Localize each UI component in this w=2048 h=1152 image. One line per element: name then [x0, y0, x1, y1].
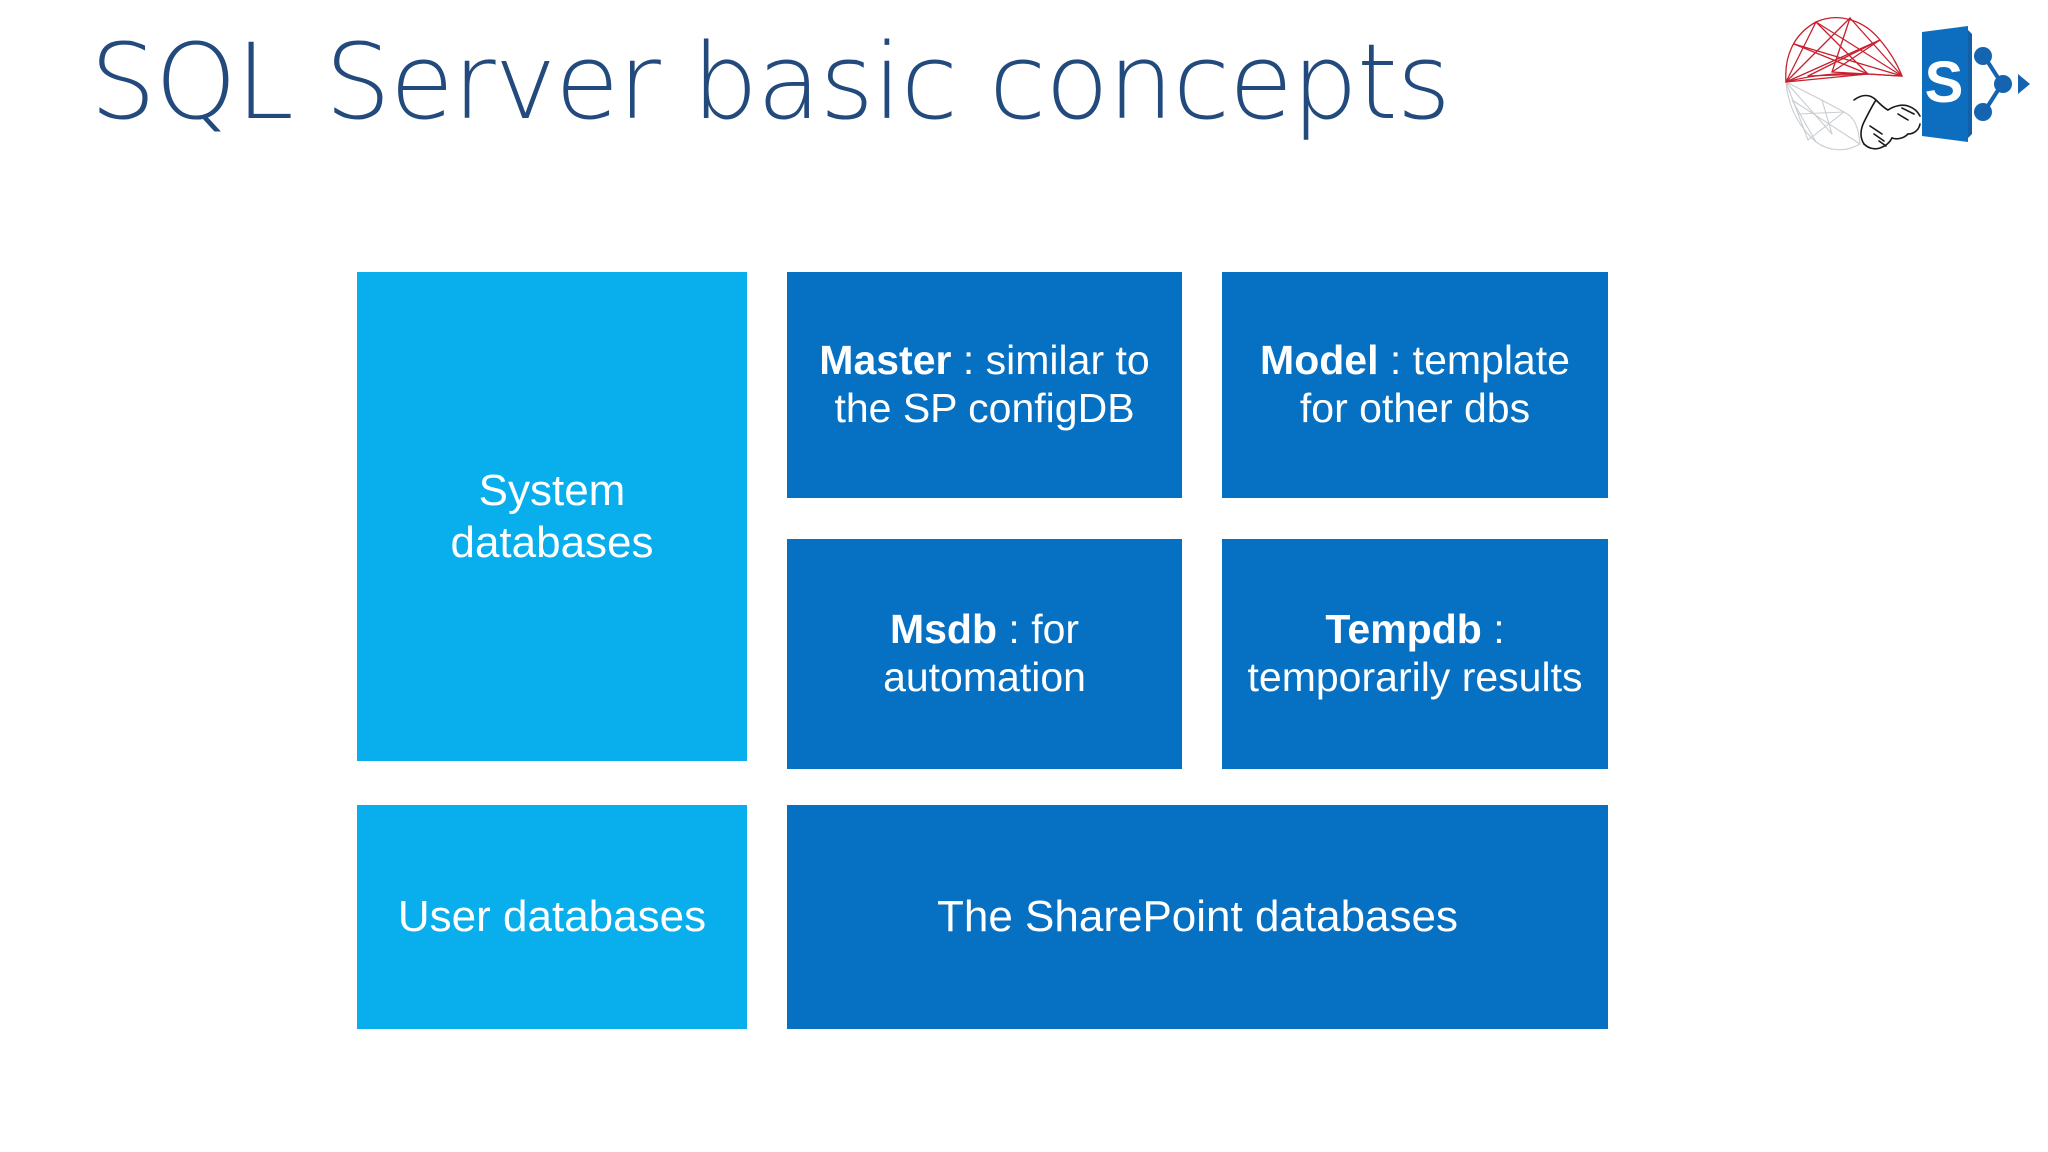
tempdb-name: Tempdb: [1325, 606, 1482, 653]
model-name: Model: [1260, 337, 1379, 384]
box-model-database: Model : template for other dbs: [1222, 272, 1608, 498]
msdb-name: Msdb: [889, 606, 997, 653]
page-title: SQL Server basic concepts: [90, 21, 1451, 143]
tempdb-separator: :: [1481, 606, 1505, 653]
sql-server-logo: [1785, 17, 1903, 151]
sharepoint-databases-label: The SharePoint databases: [936, 892, 1459, 942]
model-description: template for other dbs: [1299, 337, 1570, 431]
box-sharepoint-databases: The SharePoint databases: [787, 805, 1608, 1029]
sharepoint-logo: S: [1922, 26, 2030, 142]
model-separator: :: [1378, 337, 1413, 384]
system-databases-line1: System: [478, 466, 626, 516]
box-master-database: Master : similar to the SP configDB: [787, 272, 1182, 498]
logo-cluster: S: [1772, 14, 2040, 154]
box-tempdb-database: Tempdb : temporarily results: [1222, 539, 1608, 769]
system-databases-line2: databases: [450, 517, 654, 567]
sharepoint-letter: S: [1925, 50, 1964, 115]
handshake-icon: [1853, 94, 1921, 150]
msdb-separator: :: [997, 606, 1032, 653]
master-description: similar to the SP configDB: [834, 337, 1150, 431]
master-separator: :: [951, 337, 986, 384]
tempdb-description: temporarily results: [1247, 654, 1583, 700]
msdb-description: for automation: [883, 606, 1086, 700]
box-system-databases: System databases: [357, 272, 747, 761]
box-user-databases: User databases: [357, 805, 747, 1029]
box-msdb-database: Msdb : for automation: [787, 539, 1182, 769]
master-name: Master: [819, 337, 952, 384]
user-databases-label: User databases: [397, 892, 707, 942]
